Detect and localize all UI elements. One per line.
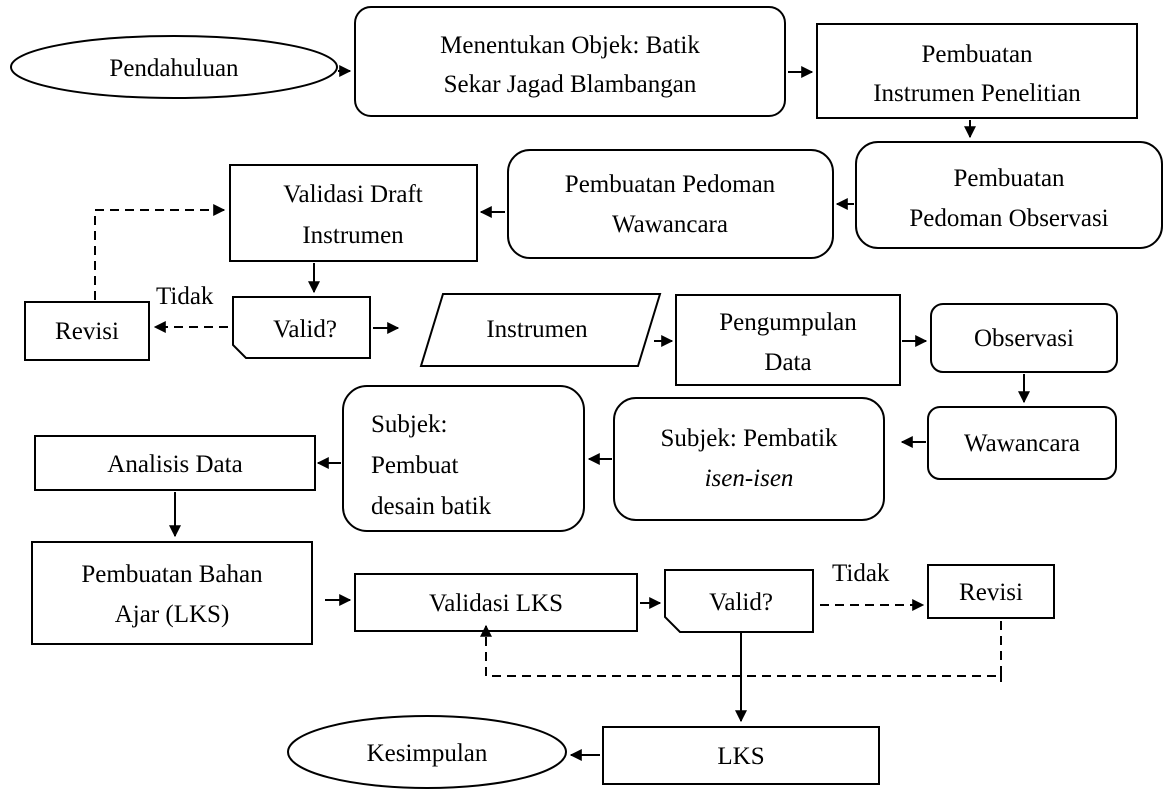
node-wawancara-label: Wawancara — [964, 430, 1080, 457]
node-pendahuluan: Pendahuluan — [10, 35, 338, 99]
node-bahan-ajar: Pembuatan Bahan Ajar (LKS) — [31, 541, 313, 645]
node-kesimpulan: Kesimpulan — [287, 715, 567, 789]
arrow-revisi-1-to-validasi-draft — [94, 204, 226, 300]
node-observasi: Observasi — [930, 303, 1118, 373]
node-valid-2: Valid? — [664, 569, 814, 633]
node-pedoman-wawancara-line-2: Wawancara — [612, 211, 728, 238]
node-wawancara: Wawancara — [927, 406, 1117, 480]
node-revisi-1: Revisi — [24, 301, 150, 361]
node-subjek-pembatik-line-2: isen-isen — [705, 465, 794, 492]
node-pengumpulan-data-line-2: Data — [764, 349, 811, 376]
node-subjek-pembuat-line-3: desain batik — [371, 493, 492, 520]
node-subjek-pembatik: Subjek: Pembatik isen-isen — [613, 397, 885, 521]
node-pembuatan-instrumen: Pembuatan Instrumen Penelitian — [816, 23, 1138, 119]
node-menentukan-objek-line-1: Menentukan Objek: Batik — [440, 32, 700, 59]
node-subjek-pembuat-line-1: Subjek: — [371, 411, 447, 438]
node-valid-1: Valid? — [232, 296, 371, 359]
node-validasi-draft-line-2: Instrumen — [302, 222, 404, 249]
node-valid-2-label: Valid? — [709, 589, 773, 616]
node-pedoman-observasi: Pembuatan Pedoman Observasi — [855, 141, 1163, 249]
node-validasi-draft-line-1: Validasi Draft — [283, 181, 423, 208]
node-analisis-data: Analisis Data — [34, 435, 316, 491]
node-menentukan-objek-line-2: Sekar Jagad Blambangan — [444, 71, 697, 98]
node-pengumpulan-data: Pengumpulan Data — [675, 294, 901, 386]
node-pembuatan-instrumen-line-1: Pembuatan — [921, 41, 1033, 68]
node-lks-label: LKS — [717, 743, 764, 770]
node-subjek-pembuat-line-2: Pembuat — [371, 452, 459, 479]
node-subjek-pembuat: Subjek: Pembuat desain batik — [342, 385, 585, 532]
node-instrumen: Instrumen — [419, 293, 662, 367]
node-lks: LKS — [602, 726, 880, 785]
node-instrumen-label: Instrumen — [486, 316, 588, 343]
node-menentukan-objek: Menentukan Objek: Batik Sekar Jagad Blam… — [354, 6, 786, 117]
node-pembuatan-instrumen-line-2: Instrumen Penelitian — [873, 80, 1081, 107]
node-revisi-2-label: Revisi — [959, 579, 1023, 606]
node-validasi-draft: Validasi Draft Instrumen — [229, 164, 478, 262]
node-revisi-1-label: Revisi — [55, 318, 119, 345]
node-pedoman-observasi-line-1: Pembuatan — [953, 165, 1065, 192]
edge-label-tidak-1: Tidak — [156, 283, 214, 310]
node-bahan-ajar-line-1: Pembuatan Bahan — [81, 561, 263, 588]
edge-label-tidak-2: Tidak — [832, 560, 890, 587]
node-pedoman-observasi-line-2: Pedoman Observasi — [909, 205, 1108, 232]
node-pedoman-wawancara: Pembuatan Pedoman Wawancara — [507, 149, 834, 259]
node-validasi-lks: Validasi LKS — [354, 573, 638, 632]
node-revisi-2: Revisi — [927, 564, 1055, 619]
node-analisis-data-label: Analisis Data — [107, 451, 242, 478]
node-pedoman-wawancara-line-1: Pembuatan Pedoman — [565, 171, 776, 198]
node-pendahuluan-label: Pendahuluan — [109, 55, 239, 82]
node-subjek-pembatik-line-1: Subjek: Pembatik — [660, 425, 838, 452]
node-bahan-ajar-line-2: Ajar (LKS) — [115, 601, 230, 628]
node-kesimpulan-label: Kesimpulan — [367, 740, 488, 767]
node-observasi-label: Observasi — [974, 325, 1074, 352]
node-pengumpulan-data-line-1: Pengumpulan — [719, 309, 857, 336]
node-valid-1-label: Valid? — [273, 316, 337, 343]
node-validasi-lks-label: Validasi LKS — [429, 590, 563, 617]
